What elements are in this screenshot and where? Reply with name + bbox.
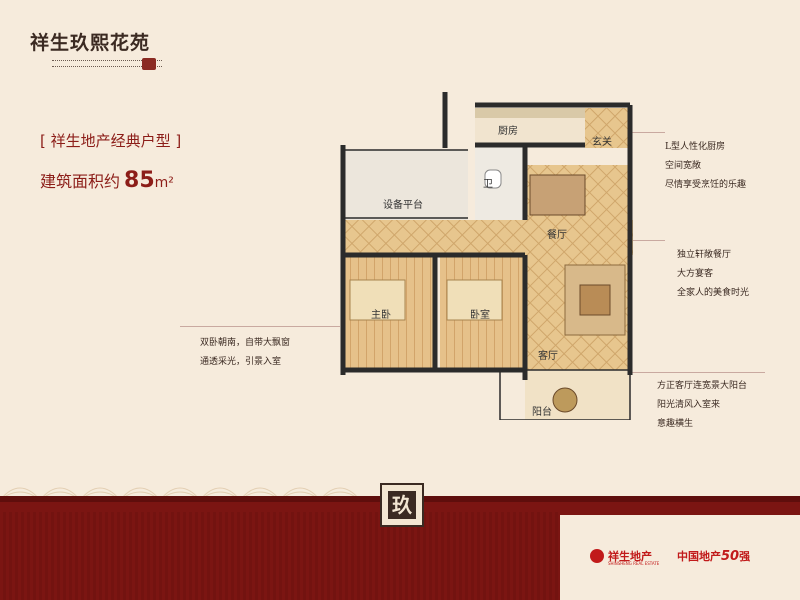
kitchen-counter <box>475 108 585 118</box>
ranking-text: 中国地产 <box>677 550 721 563</box>
note-line: 全家人的美食时光 <box>677 288 750 298</box>
ranking-suffix: 强 <box>739 550 751 563</box>
room-label-balcony: 阳台 <box>532 407 552 418</box>
note-kitchen: L型人性化厨房 空间宽敞 尽情享受烹饪的乐趣 <box>665 138 746 195</box>
living-sofa <box>564 264 626 336</box>
floor-area-label: 建筑面积约 <box>40 172 121 191</box>
brand-subname: SHINSHENG REAL ESTATE <box>608 561 660 566</box>
footer-stripe <box>560 502 800 515</box>
equipment-floor <box>343 150 468 220</box>
logo-title: 祥生玖熙花苑 <box>30 32 151 54</box>
note-line: 方正客厅连宽景大阳台 <box>657 381 748 391</box>
note-line: 通透采光，引景入室 <box>200 357 282 367</box>
bedroom-bed <box>446 279 503 321</box>
room-label-bath: 卫 <box>483 179 493 190</box>
floor-area-value: 85 <box>124 168 155 193</box>
entrance-floor <box>585 108 630 148</box>
logo-divider <box>52 60 162 63</box>
unit-type-title: [ 祥生地产经典户型 ] <box>40 132 182 150</box>
room-label-bedroom: 卧室 <box>470 310 490 321</box>
note-bedroom: 双卧朝南，自带大飘窗 通透采光，引景入室 <box>200 334 290 372</box>
walls <box>340 92 633 380</box>
room-label-kitchen: 厨房 <box>498 126 518 137</box>
note-living: 方正客厅连宽景大阳台 阳光清风入室来 意趣横生 <box>657 377 747 434</box>
thin-walls <box>343 149 631 420</box>
brand-name: 祥生地产 <box>608 550 652 563</box>
note-line: 双卧朝南，自带大飘窗 <box>200 338 291 348</box>
brand-logo: 祥生地产 SHINSHENG REAL ESTATE <box>590 548 659 566</box>
logo-divider <box>52 66 162 69</box>
note-line: L型人性化厨房 <box>665 142 725 152</box>
balcony-table <box>552 387 578 413</box>
note-line: 空间宽敞 <box>665 161 702 171</box>
leader-line <box>180 326 340 327</box>
room-label-equipment: 设备平台 <box>383 200 423 211</box>
room-label-living: 客厅 <box>538 351 558 362</box>
leader-line <box>625 240 665 241</box>
note-line: 意趣横生 <box>657 419 694 429</box>
seal-icon: 玖 <box>380 483 424 527</box>
ranking-number: 50 <box>721 549 740 564</box>
note-line: 阳光清风入室来 <box>657 400 721 410</box>
brand-logo-icon <box>590 549 604 563</box>
note-line: 大方宴客 <box>677 269 714 279</box>
room-label-entrance: 玄关 <box>592 137 612 148</box>
room-label-master: 主卧 <box>371 310 391 321</box>
seal-char: 玖 <box>388 491 416 519</box>
project-logo: 祥生玖熙花苑 <box>30 28 190 83</box>
leader-line <box>625 372 765 373</box>
floor-plan-drawing <box>340 92 633 420</box>
note-line: 独立轩敞餐厅 <box>677 250 732 260</box>
corridor-floor <box>343 220 633 255</box>
floor-area-unit: m² <box>154 175 174 191</box>
note-line: 尽情享受烹饪的乐趣 <box>665 180 747 190</box>
coffee-table <box>579 284 611 316</box>
floor-plan: 厨房 玄关 卫 设备平台 餐厅 主卧 卧室 客厅 阳台 <box>335 90 635 420</box>
room-label-dining: 餐厅 <box>547 230 567 241</box>
dining-table <box>529 174 586 216</box>
master-bed <box>349 279 406 321</box>
toilet <box>484 169 502 189</box>
balcony-floor <box>525 370 630 420</box>
note-dining: 独立轩敞餐厅 大方宴客 全家人的美食时光 <box>677 246 749 303</box>
footer-wave-pattern <box>0 487 361 500</box>
ranking-badge: 中国地产50强 <box>677 548 750 564</box>
logo-mark-icon <box>142 58 156 70</box>
